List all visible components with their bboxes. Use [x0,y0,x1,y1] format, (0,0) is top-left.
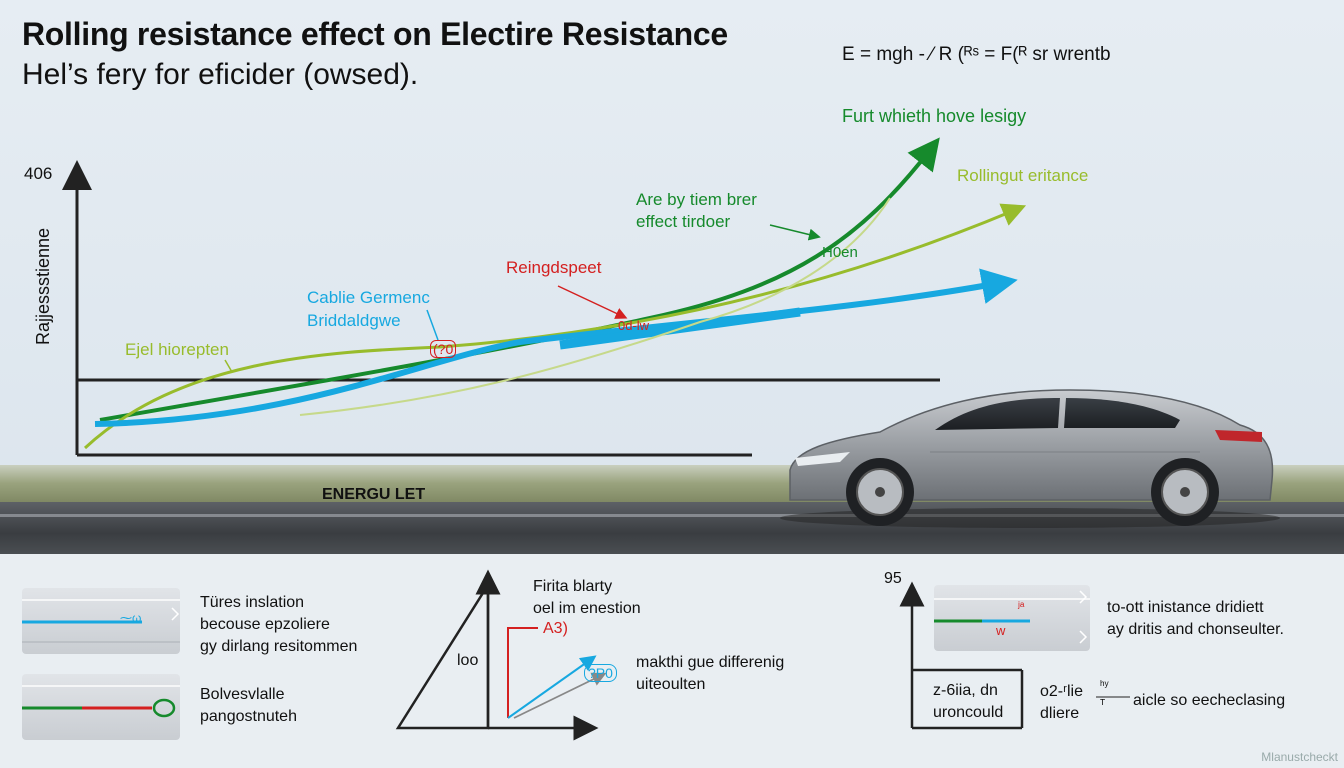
blue-annotation-2: Briddaldgwe [307,311,401,330]
tire-text-line3: gy dirlang resitommen [200,638,358,655]
right-panel-mark-bottom: w [996,623,1006,638]
tire-panel-top: ⁓ω [22,588,180,654]
middle-red-label: A3) [543,620,568,637]
tire-panel-top-graphic [22,599,180,643]
watermark: Mlanustcheckt [1261,750,1338,764]
bolves-text-line2: pangostnuteh [200,708,297,725]
lime-right-annotation: Rollingut eritance [957,166,1089,185]
formula: E = mgh - ⁄ R (ᴿˢ = F(ᴿ sr wrentb [842,44,1111,65]
bolves-text-line1: Bolvesvlalle [200,686,285,703]
right-text-line1: to-ott inistance dridiett [1107,599,1264,616]
tire-panel-bottom [22,674,180,740]
tire-text-line2: becouse epzoliere [200,616,330,633]
fraction-top: ʰʸ [1100,678,1109,692]
x-axis-label: ENERGU LET [322,486,426,503]
hoen-annotation: H0en [822,244,858,261]
main-chart [62,137,1027,457]
fraction-left-line2: dliere [1040,705,1080,722]
lower-panel-area [0,554,1344,768]
fraction-left-line1: o2-ʳlie [1040,683,1083,700]
red-pointer [557,285,628,319]
right-panel-mark-top: ʲᵃ [1018,599,1025,613]
car-illustration [780,389,1280,528]
road-lane-line [0,514,1344,517]
fraction-right: aicle so eecheclasing [1133,692,1286,709]
middle-label-line2: oel im enestion [533,600,641,617]
lime-pointer [224,359,233,373]
blue-pointer [426,309,439,341]
blue-annotation-1: Cablie Germenc [307,288,430,307]
right-panel: ʲᵃ w [934,585,1090,651]
red-annotation: Reingdspeet [506,258,602,277]
green-top-annotation: Furt whieth hove lesigy [842,106,1027,126]
middle-label-line1: Firita blarty [533,578,613,595]
page-title: Rolling resistance effect on Electire Re… [22,16,728,52]
right-tick: 95 [884,570,902,587]
green-mid-annotation-1: Are by tiem brer [636,190,757,209]
right-panel-graphic [934,590,1090,644]
middle-note-line2: uiteoulten [636,676,706,693]
middle-blue-label: ?P0 [584,664,617,682]
lime-thin-curve [299,197,891,416]
right-box-line1: z-6iia, dn [933,682,998,699]
marker-left: (?0 [430,340,457,358]
tire-panel-badge: ⁓ω [120,611,142,625]
right-box-line2: uroncould [933,704,1004,721]
tire-panel-bottom-graphic [22,685,180,718]
lime-left-annotation: Ejel hiorepten [125,340,229,359]
marker-right: 0d-lw [618,318,650,333]
page-subtitle: Hel’s fery for eficider (owsed). [22,58,419,91]
tire-text-line1: Türes inslation [200,594,305,611]
green-mid-annotation-2: effect tirdoer [636,212,731,231]
blue-curve [94,268,1018,427]
y-tick-top: 406 [24,164,53,183]
lime-curve [83,203,1027,450]
fraction-bottom: ᵀ [1100,697,1106,711]
right-text-line2: ay dritis and chonseulter. [1107,621,1284,638]
middle-note-line1: makthi gue differenig [636,654,785,671]
green-mid-pointer [769,224,821,241]
middle-loo-label: loo [457,652,479,669]
